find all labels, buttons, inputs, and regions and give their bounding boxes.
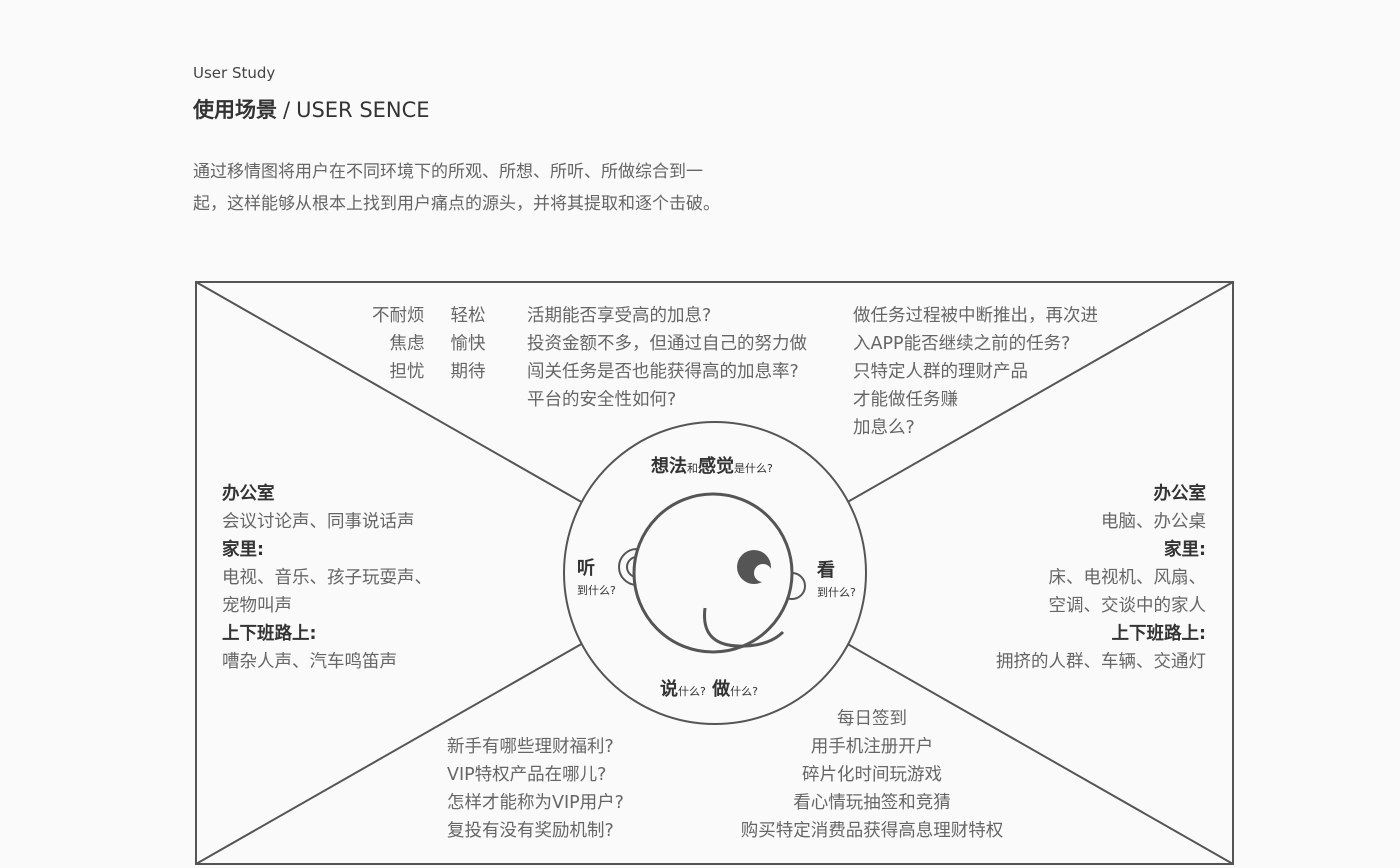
diagram-frame [195,281,1234,865]
title-english: USER SENCE [296,98,430,122]
label-see-main: 看 [817,560,835,581]
eye-highlight [754,564,772,582]
say-item: 怎样才能称为VIP用户? [447,793,624,813]
thought-item: 投资金额不多，但通过自己的努力做 [527,334,807,354]
concern-item: 做任务过程被中断推出，再次进 [853,306,1098,326]
label-and: 和 [687,462,698,475]
label-feel: 感觉 [698,456,734,477]
thoughts-list: 活期能否享受高的加息? 投资金额不多，但通过自己的努力做 闯关任务是否也能获得高… [527,302,807,414]
hear-home-2: 宠物叫声 [222,596,292,616]
hear-home-label: 家里: [222,540,264,560]
head-circle [632,492,794,654]
thought-item: 闯关任务是否也能获得高的加息率? [527,362,799,382]
do-item: 用手机注册开户 [810,737,934,757]
concern-item: 加息么? [853,418,915,438]
diagonal-bottom-right [787,609,1234,865]
see-office-label: 办公室 [1153,484,1207,504]
do-list: 每日签到 用手机注册开户 碎片化时间玩游戏 看心情玩抽签和竞猜 购买特定消费品获… [732,705,1012,845]
intro-line: 起，这样能够从根本上找到用户痛点的源头，并将其提取和逐个击破。 [193,194,720,214]
hear-office: 会议讨论声、同事说话声 [222,512,415,532]
page-title: 使用场景/USER SENCE [193,94,430,124]
label-think: 想法 [651,456,687,477]
see-home-2: 空调、交谈中的家人 [1048,596,1207,616]
label-see: 看到什么? [817,560,856,604]
concern-item: 入APP能否继续之前的任务? [853,334,1071,354]
label-say: 说 [660,679,678,700]
intro-line: 通过移情图将用户在不同环境下的所观、所想、所听、所做综合到一 [193,162,703,182]
negative-feelings: 不耐烦 焦虑 担忧 [372,302,425,386]
say-item: 新手有哪些理财福利? [447,737,614,757]
label-do-sub: 什么? [730,685,758,698]
feeling-item: 期待 [450,362,486,382]
feeling-item: 不耐烦 [372,306,425,326]
feeling-item: 担忧 [389,362,425,382]
feeling-item: 轻松 [450,306,486,326]
see-office: 电脑、办公桌 [1101,512,1206,532]
hear-office-label: 办公室 [222,484,275,504]
concern-item: 才能做任务赚 [853,390,958,410]
positive-feelings: 轻松 愉快 期待 [451,302,486,386]
feeling-item: 愉快 [450,334,486,354]
feelings-block: 不耐烦 焦虑 担忧 轻松 愉快 期待 [372,302,486,386]
title-chinese: 使用场景 [193,98,277,122]
see-commute-label: 上下班路上: [1111,624,1207,644]
hear-section: 办公室 会议讨论声、同事说话声 家里: 电视、音乐、孩子玩耍声、 宠物叫声 上下… [222,480,432,676]
label-say-sub: 什么? [678,685,706,698]
mouth-icon [703,607,785,648]
do-item: 看心情玩抽签和竞猜 [793,793,951,813]
feeling-item: 焦虑 [389,334,425,354]
hear-home-1: 电视、音乐、孩子玩耍声、 [222,568,432,588]
do-item: 每日签到 [837,709,907,729]
do-item: 购买特定消费品获得高息理财特权 [740,821,1004,841]
label-hear-sub: 到什么? [577,584,616,597]
see-section: 办公室 电脑、办公桌 家里: 床、电视机、风扇、 空调、交谈中的家人 上下班路上… [996,480,1206,676]
section-kicker: User Study [193,64,276,82]
thought-item: 平台的安全性如何? [527,390,677,410]
intro-paragraph: 通过移情图将用户在不同环境下的所观、所想、所听、所做综合到一 起，这样能够从根本… [193,156,793,220]
label-what: 是什么? [734,462,773,475]
see-commute: 拥挤的人群、车辆、交通灯 [996,652,1206,672]
see-home-label: 家里: [1164,540,1206,560]
label-hear: 听到什么? [577,558,616,602]
title-separator: / [283,98,291,122]
label-see-sub: 到什么? [817,586,856,599]
do-item: 碎片化时间玩游戏 [802,765,942,785]
hear-commute: 嘈杂人声、汽车鸣笛声 [222,652,397,672]
say-item: 复投有没有奖励机制? [447,821,614,841]
say-item: VIP特权产品在哪儿? [447,765,607,785]
label-say-do: 说什么? 做什么? [660,675,758,701]
label-think-feel: 想法和感觉是什么? [651,452,773,478]
concerns-list: 做任务过程被中断推出，再次进 入APP能否继续之前的任务? 只特定人群的理财产品… [853,302,1098,442]
say-list: 新手有哪些理财福利? VIP特权产品在哪儿? 怎样才能称为VIP用户? 复投有没… [447,733,624,845]
label-hear-main: 听 [577,558,595,579]
label-do: 做 [712,679,731,700]
concern-item: 只特定人群的理财产品 [853,362,1028,382]
hear-commute-label: 上下班路上: [222,624,317,644]
diagonal-top-left [195,281,642,537]
diagonal-bottom-left [195,609,642,865]
thought-item: 活期能否享受高的加息? [527,306,712,326]
diagonal-top-right [787,281,1234,537]
see-home-1: 床、电视机、风扇、 [1048,568,1207,588]
